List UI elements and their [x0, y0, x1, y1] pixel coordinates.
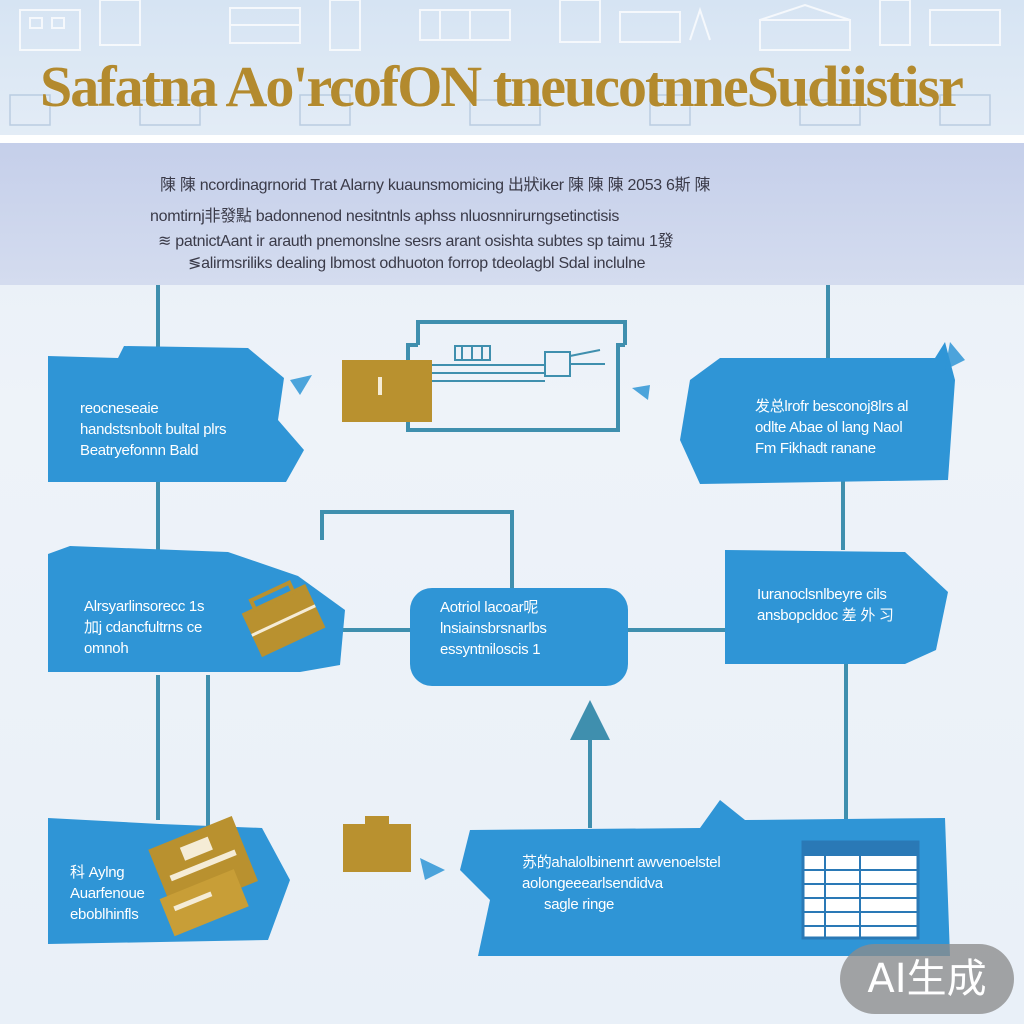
node-mid-center: Aotriol lacoar呢 lnsiainsbrsnarlbs essynt… — [440, 597, 547, 660]
description-line: ≶alirmsriliks dealing lbmost odhuoton fo… — [188, 255, 646, 272]
node-label: 科 Aylng — [70, 864, 125, 881]
node-label: Aotriol lacoar呢 — [440, 599, 539, 616]
node-label: aolongeeearlsendidva — [522, 875, 663, 892]
node-label: 苏的ahalolbinenrt awvenoelstel — [522, 854, 721, 871]
node-label: reocneseaie — [80, 400, 159, 417]
page-title: Safatna Ao'rcofON tneucotnneSudiistisr — [40, 54, 964, 119]
node-label: sagle ringe — [544, 896, 615, 913]
node-shapes — [48, 342, 955, 956]
node-label: handstsnbolt bultal plrs — [80, 421, 227, 438]
node-top-left: reocneseaie handstsnbolt bultal plrs Bea… — [80, 398, 227, 461]
node-label: Auarfenoue — [70, 885, 145, 902]
description-line: 陳 陳 ncordinagrnorid Trat Alarny kuaunsmo… — [160, 177, 711, 194]
node-mid-left: Alrsyarlinsorecc 1s 加j cdancfultrns ce o… — [84, 596, 204, 659]
divider — [0, 135, 1024, 143]
node-label: Iuranoclsnlbeyre cils — [757, 586, 887, 603]
briefcase-icon — [241, 580, 326, 658]
node-label: lnsiainsbrsnarlbs — [440, 620, 547, 637]
description-line: nomtirnj非發點 badonnenod nesitntnls aphss … — [150, 208, 620, 225]
description-line: ≋ patnictAant ir arauth pnemonslne sesrs… — [158, 233, 674, 250]
description-band: 陳 陳 ncordinagrnorid Trat Alarny kuaunsmo… — [0, 143, 1024, 285]
node-label: 发总lrofr besconoj8lrs al — [755, 398, 909, 415]
node-label: omnoh — [84, 640, 129, 657]
document-stack-icon — [148, 816, 258, 937]
node-label: eboblhinfls — [70, 906, 139, 923]
node-bottom-left: 科 Aylng Auarfenoue eboblhinfls — [70, 862, 145, 925]
node-bottom-right: 苏的ahalolbinenrt awvenoelstel aolongeeear… — [522, 852, 721, 915]
padlock-icon — [342, 345, 605, 422]
node-label: Alrsyarlinsorecc 1s — [84, 598, 205, 615]
node-mid-right: Iuranoclsnlbeyre cils ansbopcldoc 差 外 习 — [757, 584, 894, 626]
node-label: 加j cdancfultrns ce — [84, 619, 202, 636]
node-label: Fm Fikhadt ranane — [755, 440, 876, 457]
node-label: ansbopcldoc 差 外 习 — [757, 607, 894, 624]
node-label: odlte Abae ol lang Naol — [755, 419, 903, 436]
ai-generated-badge: AI生成 — [840, 944, 1014, 1014]
spreadsheet-icon — [801, 840, 920, 940]
node-label: Beatryefonnn Bald — [80, 442, 199, 459]
node-label: essyntniloscis 1 — [440, 641, 541, 658]
header-banner: Safatna Ao'rcofON tneucotnneSudiistisr — [0, 0, 1024, 135]
skyline-illustration — [9, 0, 1001, 126]
node-top-right: 发总lrofr besconoj8lrs al odlte Abae ol la… — [755, 396, 908, 459]
folder-icon — [343, 816, 411, 872]
